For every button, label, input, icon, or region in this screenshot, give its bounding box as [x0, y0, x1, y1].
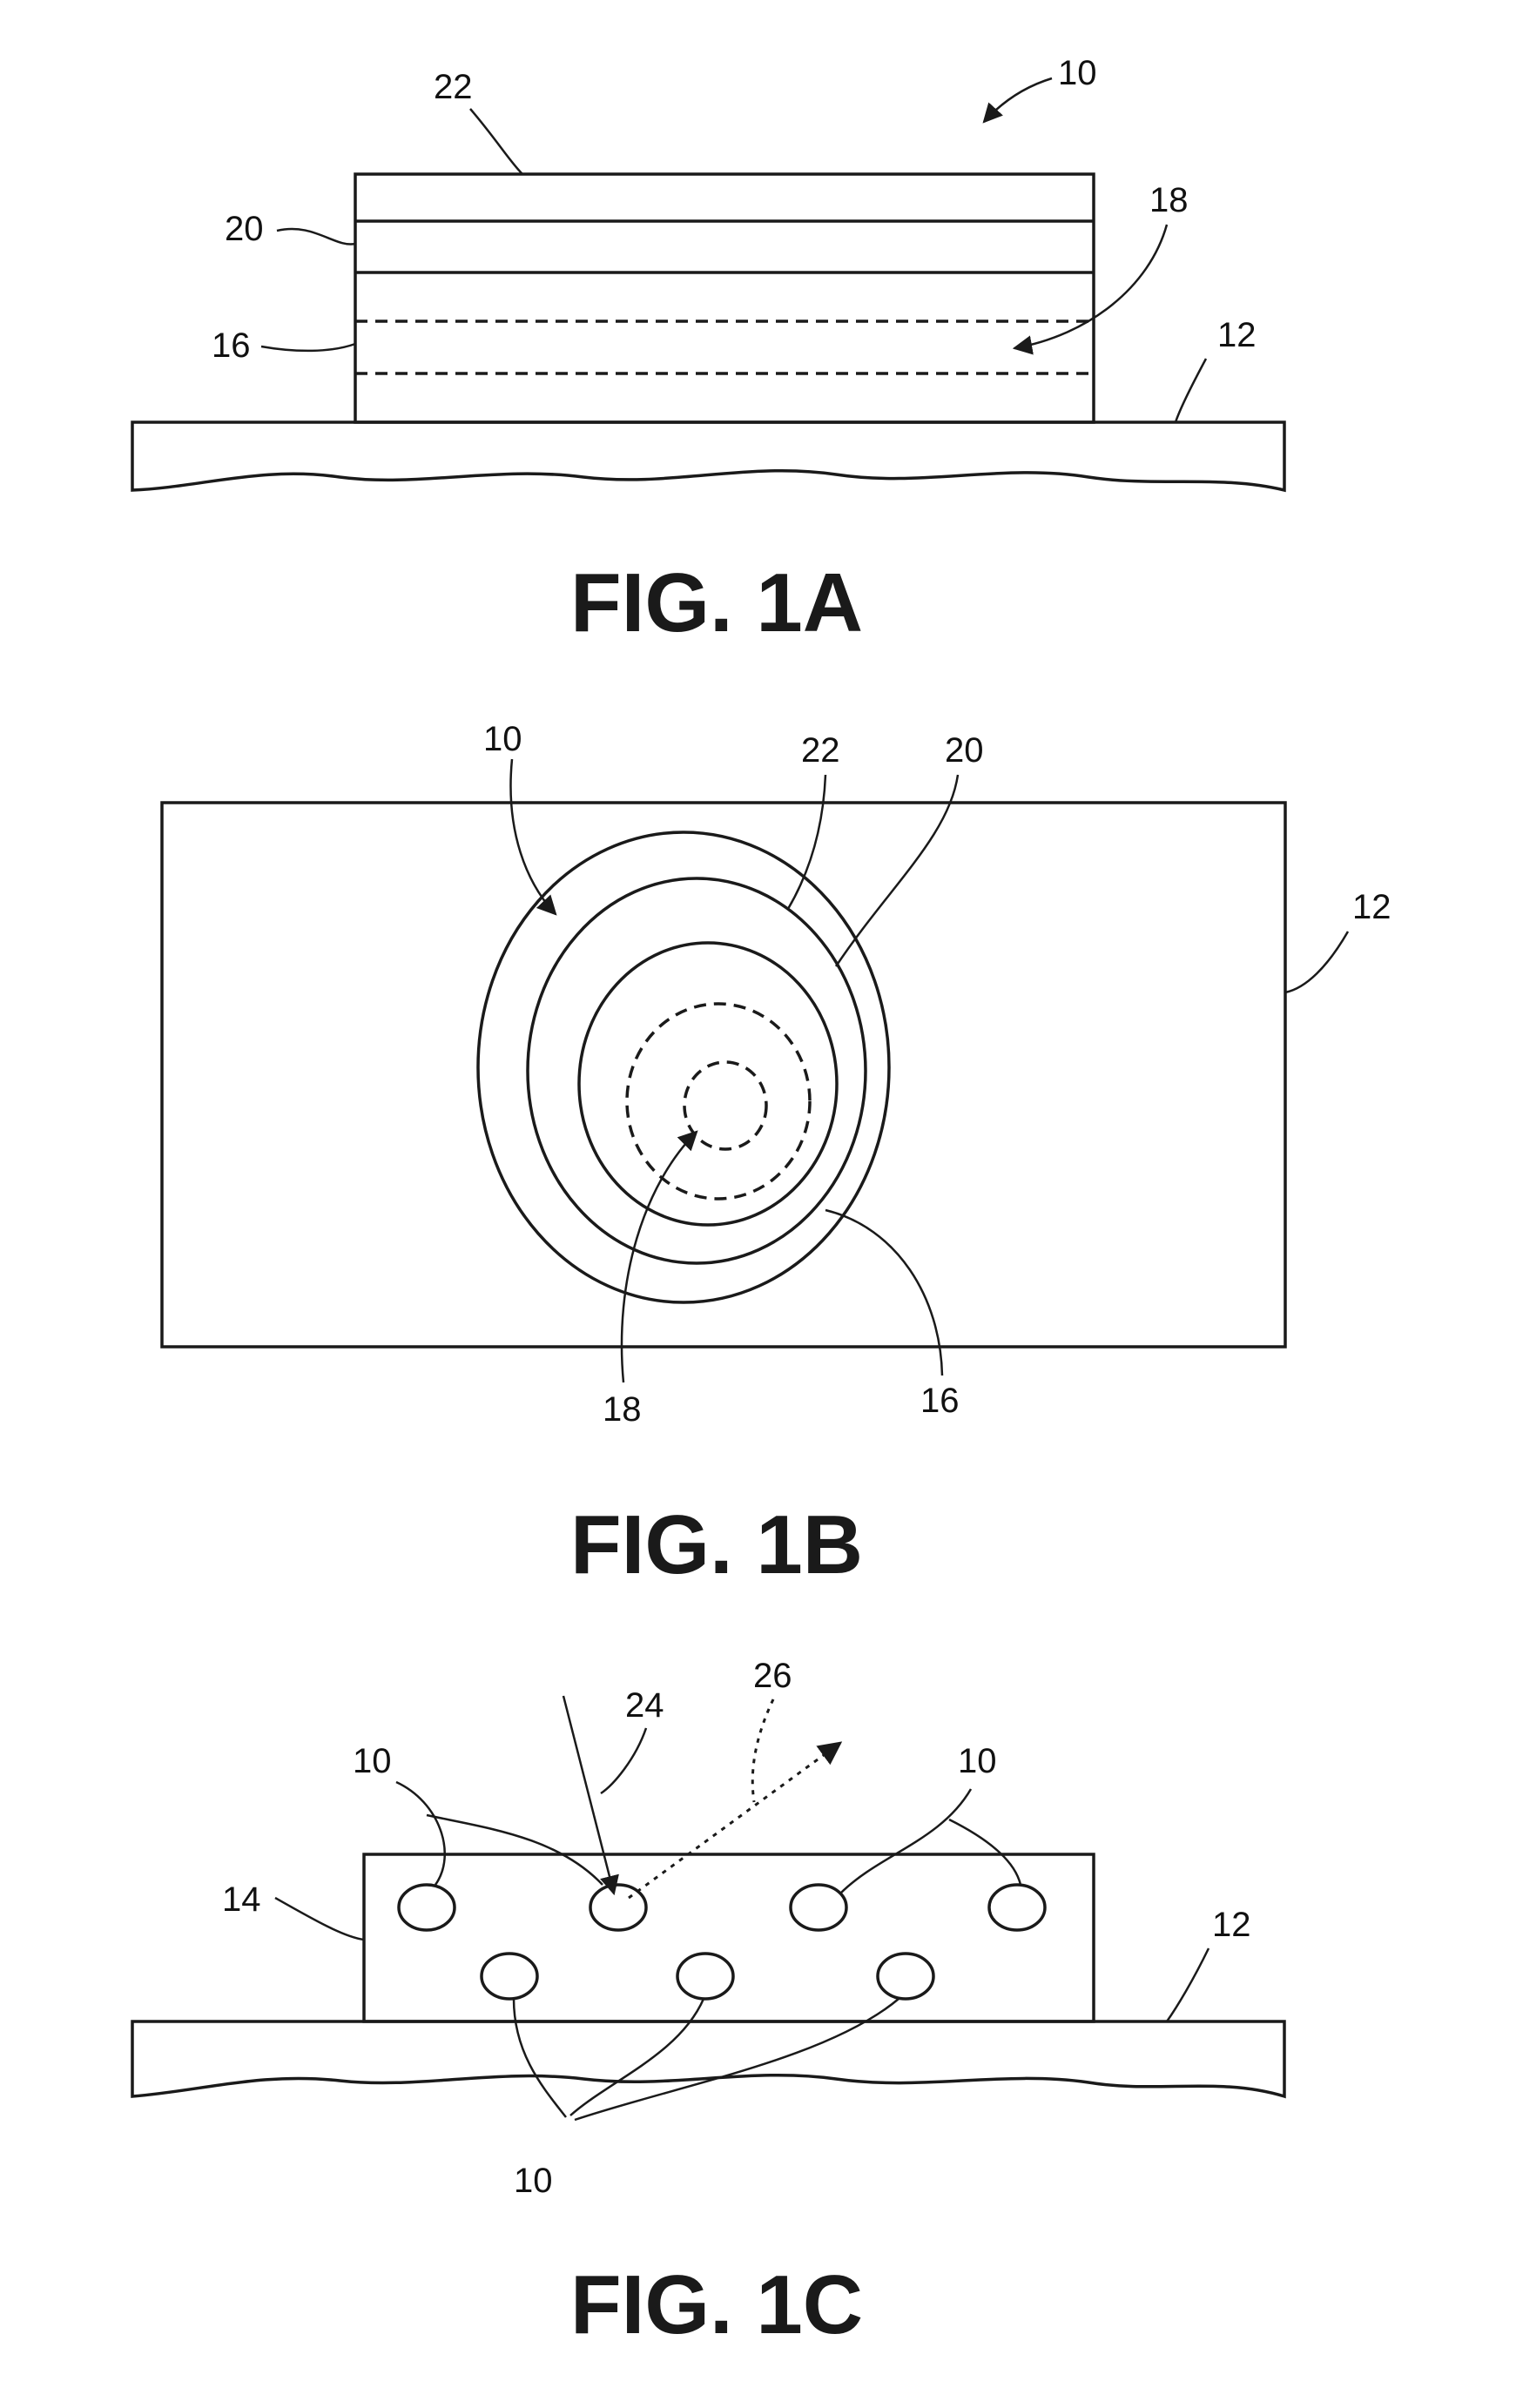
leader-16 — [261, 344, 355, 351]
outer-ring-22 — [478, 832, 889, 1302]
particle-10-3 — [791, 1885, 846, 1930]
particle-10-7 — [878, 1954, 933, 1999]
label-24: 24 — [625, 1686, 664, 1725]
label-18: 18 — [603, 1390, 642, 1429]
substrate-12 — [162, 803, 1285, 1347]
leader-22 — [470, 109, 522, 174]
inner-ring-16 — [579, 943, 837, 1225]
leader-20 — [277, 229, 355, 245]
label-10-bottom: 10 — [514, 2162, 553, 2200]
leader-12 — [1285, 932, 1348, 992]
leader-10 — [984, 78, 1052, 122]
dashed-ring-outer — [627, 1004, 810, 1199]
particle-10-4 — [989, 1885, 1045, 1930]
label-16: 16 — [212, 326, 251, 365]
leader-10-right-a — [840, 1789, 971, 1893]
label-16: 16 — [920, 1382, 960, 1420]
substrate-12 — [132, 2021, 1284, 2096]
label-20: 20 — [945, 731, 984, 770]
leader-10-bottom-c — [575, 1999, 899, 2120]
label-10: 10 — [1058, 54, 1097, 92]
particle-10-5 — [482, 1954, 537, 1999]
leader-10-bottom-b — [570, 1999, 704, 2115]
leader-24 — [601, 1728, 646, 1793]
leader-10-left-b — [427, 1815, 603, 1885]
incident-light-ray-24 — [563, 1696, 614, 1893]
particle-10-1 — [399, 1885, 455, 1930]
label-26: 26 — [753, 1657, 792, 1695]
label-22: 22 — [801, 731, 840, 770]
figure-1c: 24 26 10 10 14 12 10 FIG. 1C — [132, 1657, 1284, 2351]
leader-22 — [788, 775, 825, 909]
label-12: 12 — [1212, 1906, 1251, 1944]
matrix-14 — [364, 1854, 1094, 2021]
dashed-ring-inner — [684, 1062, 766, 1149]
layer-stack — [355, 174, 1094, 422]
caption-fig-1c: FIG. 1C — [570, 2258, 863, 2351]
label-22: 22 — [434, 68, 473, 106]
particle-10-6 — [677, 1954, 733, 1999]
label-10: 10 — [483, 720, 522, 758]
label-10-right: 10 — [958, 1742, 997, 1780]
leader-16 — [825, 1210, 942, 1376]
leader-10-right-b — [949, 1819, 1021, 1885]
leader-14 — [275, 1898, 364, 1940]
leader-10-bottom-a — [514, 1999, 566, 2117]
label-12: 12 — [1217, 316, 1257, 354]
leader-12 — [1167, 1948, 1209, 2021]
label-14: 14 — [222, 1880, 261, 1919]
label-18: 18 — [1149, 181, 1189, 219]
figure-1a: 22 10 20 18 16 12 FIG. 1A — [132, 54, 1284, 649]
label-20: 20 — [225, 210, 264, 248]
emitted-light-ray-26 — [629, 1743, 840, 1898]
substrate-12 — [132, 422, 1284, 490]
figure-1b: 10 22 20 12 18 16 FIG. 1B — [162, 720, 1391, 1591]
leader-26 — [752, 1699, 773, 1802]
leader-18 — [1014, 225, 1167, 348]
label-12: 12 — [1352, 888, 1391, 926]
leader-10-left-a — [396, 1782, 445, 1885]
caption-fig-1a: FIG. 1A — [570, 556, 863, 649]
label-10-left: 10 — [353, 1742, 392, 1780]
caption-fig-1b: FIG. 1B — [570, 1498, 863, 1591]
leader-12 — [1176, 359, 1206, 422]
